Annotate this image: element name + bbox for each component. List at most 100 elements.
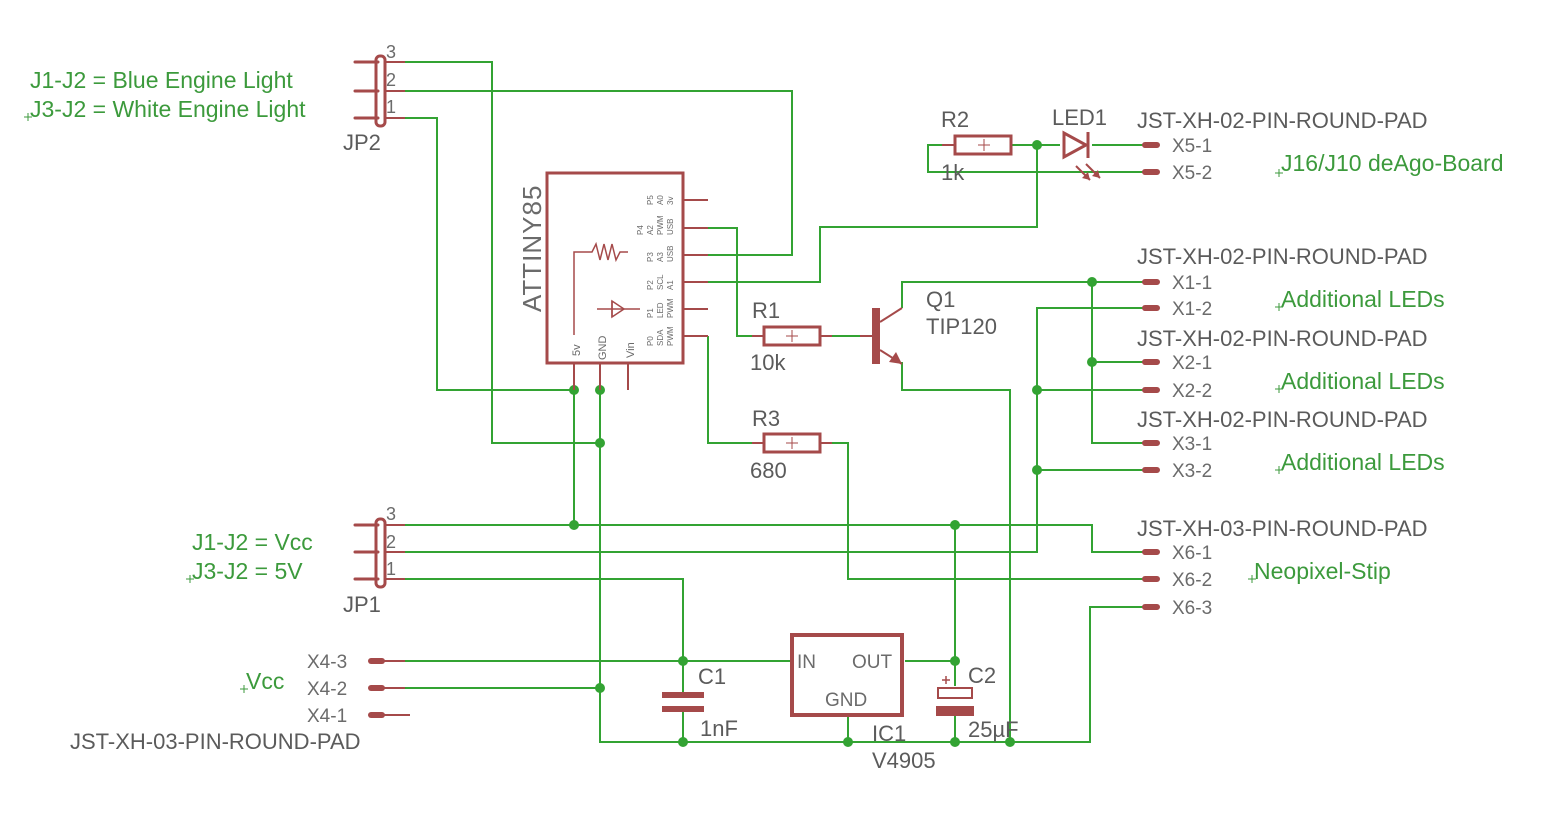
x3-type: JST-XH-02-PIN-ROUND-PAD — [1137, 407, 1428, 432]
jp2-pin-3-label: 3 — [386, 42, 396, 62]
jumper-jp1: 3 2 1 JP1 — [343, 504, 405, 617]
ic1-pin-in: IN — [797, 652, 816, 673]
jp1-pin-2-label: 2 — [386, 532, 396, 552]
junctions — [569, 140, 1097, 747]
x5-type: JST-XH-02-PIN-ROUND-PAD — [1137, 108, 1428, 133]
attiny-pin-p5: P5 — [646, 195, 655, 205]
origin-markers — [24, 113, 1283, 693]
x2-pin-1-label: X2-1 — [1172, 353, 1212, 374]
attiny-pin-p0: P0 — [646, 336, 655, 346]
r3-name: R3 — [752, 406, 780, 431]
junction — [1032, 140, 1042, 150]
jp1-note-line2: J3-J2 = 5V — [192, 558, 303, 584]
c2-value: 25µF — [968, 717, 1019, 742]
x5-pin-2-label: X5-2 — [1172, 163, 1212, 184]
junction — [843, 737, 853, 747]
attiny-pin-pwm: PWM — [666, 298, 675, 318]
junction — [595, 683, 605, 693]
led-led1: LED1 — [1052, 105, 1107, 181]
connector-x3: JST-XH-02-PIN-ROUND-PAD X3-1 X3-2 — [1137, 407, 1428, 482]
led1-name: LED1 — [1052, 105, 1107, 130]
x4-pin-2-label: X4-2 — [307, 679, 347, 700]
resistor-r3: R3 680 — [750, 406, 832, 483]
connector-x1: JST-XH-02-PIN-ROUND-PAD X1-1 X1-2 — [1137, 244, 1428, 320]
x4-type: JST-XH-03-PIN-ROUND-PAD — [70, 729, 361, 754]
junction — [678, 737, 688, 747]
x1-type: JST-XH-02-PIN-ROUND-PAD — [1137, 244, 1428, 269]
jp1-pin-1-label: 1 — [386, 559, 396, 579]
attiny-pin-scl: SCL — [656, 274, 665, 290]
attiny-pin-p1: P1 — [646, 308, 655, 318]
jp2-pin-1-label: 1 — [386, 97, 396, 117]
wires — [405, 61, 1145, 743]
junction — [950, 520, 960, 530]
x5-pin-1-label: X5-1 — [1172, 136, 1212, 157]
attiny-pin-pwm: PWM — [656, 215, 665, 235]
jp2-pin-2-label: 2 — [386, 70, 396, 90]
attiny-pin-p4: P4 — [636, 225, 645, 235]
q1-value: TIP120 — [926, 314, 997, 339]
x6-pin-2-label: X6-2 — [1172, 570, 1212, 591]
attiny-pin-sda: SDA — [656, 329, 665, 346]
r2-name: R2 — [941, 107, 969, 132]
x3-pin-1-label: X3-1 — [1172, 434, 1212, 455]
x2-pin-2-label: X2-2 — [1172, 381, 1212, 402]
attiny-pin-led: LED — [656, 302, 665, 318]
jumper-jp2: 3 2 1 JP2 — [343, 42, 405, 155]
wire-r3-to-x6-2 — [832, 442, 1145, 580]
wire-jp1-pin3 — [405, 524, 1145, 553]
attiny-pin-usb: USB — [666, 246, 675, 262]
wire-jp2-pin1 — [405, 117, 574, 391]
ic1-value: V4905 — [872, 748, 936, 773]
jp1-pin-3-label: 3 — [386, 504, 396, 524]
x1-pin-1-label: X1-1 — [1172, 273, 1212, 294]
vcc-note: Vcc — [246, 668, 284, 694]
wire-r2-left — [927, 144, 1145, 173]
additional-leds-note-1: Additional LEDs — [1281, 286, 1445, 312]
attiny-pin-a1: A1 — [666, 280, 675, 290]
transistor-q1: Q1 TIP120 — [860, 287, 997, 365]
x4-pin-1-label: X4-1 — [307, 706, 347, 727]
jp1-name: JP1 — [343, 592, 381, 617]
connector-x4: X4-3 X4-2 X4-1 JST-XH-03-PIN-ROUND-PAD — [70, 652, 410, 754]
c2-name: C2 — [968, 663, 996, 688]
attiny-pin-vin: Vin — [625, 342, 637, 358]
jp2-note-line2: J3-J2 = White Engine Light — [30, 96, 306, 122]
attiny-pin-pwm: PWM — [666, 326, 675, 346]
c1-name: C1 — [698, 664, 726, 689]
attiny-pin-p2: P2 — [646, 280, 655, 290]
attiny-pin-gnd: GND — [597, 336, 609, 361]
wire-gnd-rail — [599, 365, 1145, 743]
additional-leds-note-2: Additional LEDs — [1281, 368, 1445, 394]
wire-q1-emitter — [901, 362, 1011, 742]
x1-pin-2-label: X1-2 — [1172, 299, 1212, 320]
attiny-pin-usb: USB — [666, 219, 675, 235]
attiny-pin-3v: 3v — [666, 197, 675, 205]
jp2-name: JP2 — [343, 130, 381, 155]
junction — [1005, 737, 1015, 747]
resistor-r1: R1 10k — [750, 298, 832, 375]
capacitor-c1: C1 1nF — [662, 664, 738, 741]
x3-pin-2-label: X3-2 — [1172, 461, 1212, 482]
wire-jp2-pin3 — [405, 61, 600, 444]
wire-xx2-bus — [405, 307, 1145, 553]
connector-x6: JST-XH-03-PIN-ROUND-PAD X6-1 X6-2 X6-3 — [1137, 516, 1428, 619]
attiny-pin-p3: P3 — [646, 252, 655, 262]
regulator-ic1: IN OUT GND IC1 V4905 — [790, 633, 936, 773]
junction — [678, 656, 688, 666]
junction — [950, 656, 960, 666]
resistor-r2: R2 1k — [941, 107, 1013, 185]
additional-leds-note-3: Additional LEDs — [1281, 449, 1445, 475]
jp2-note-line1: J1-J2 = Blue Engine Light — [30, 67, 293, 93]
junction — [1087, 277, 1097, 287]
x6-pin-1-label: X6-1 — [1172, 543, 1212, 564]
attiny-right-pin-labels: P5 A0 3v P4 A2 PWM USB P3 A3 USB P2 SCL … — [636, 195, 675, 346]
r2-value: 1k — [941, 160, 965, 185]
ic1-pin-out: OUT — [852, 652, 893, 673]
capacitor-c2: C2 25µF — [936, 663, 1019, 742]
r1-value: 10k — [750, 350, 786, 375]
connector-x2: JST-XH-02-PIN-ROUND-PAD X2-1 X2-2 — [1137, 326, 1428, 402]
junction — [569, 520, 579, 530]
jp1-note-line1: J1-J2 = Vcc — [192, 529, 313, 555]
neopixel-note: Neopixel-Stip — [1254, 558, 1391, 584]
